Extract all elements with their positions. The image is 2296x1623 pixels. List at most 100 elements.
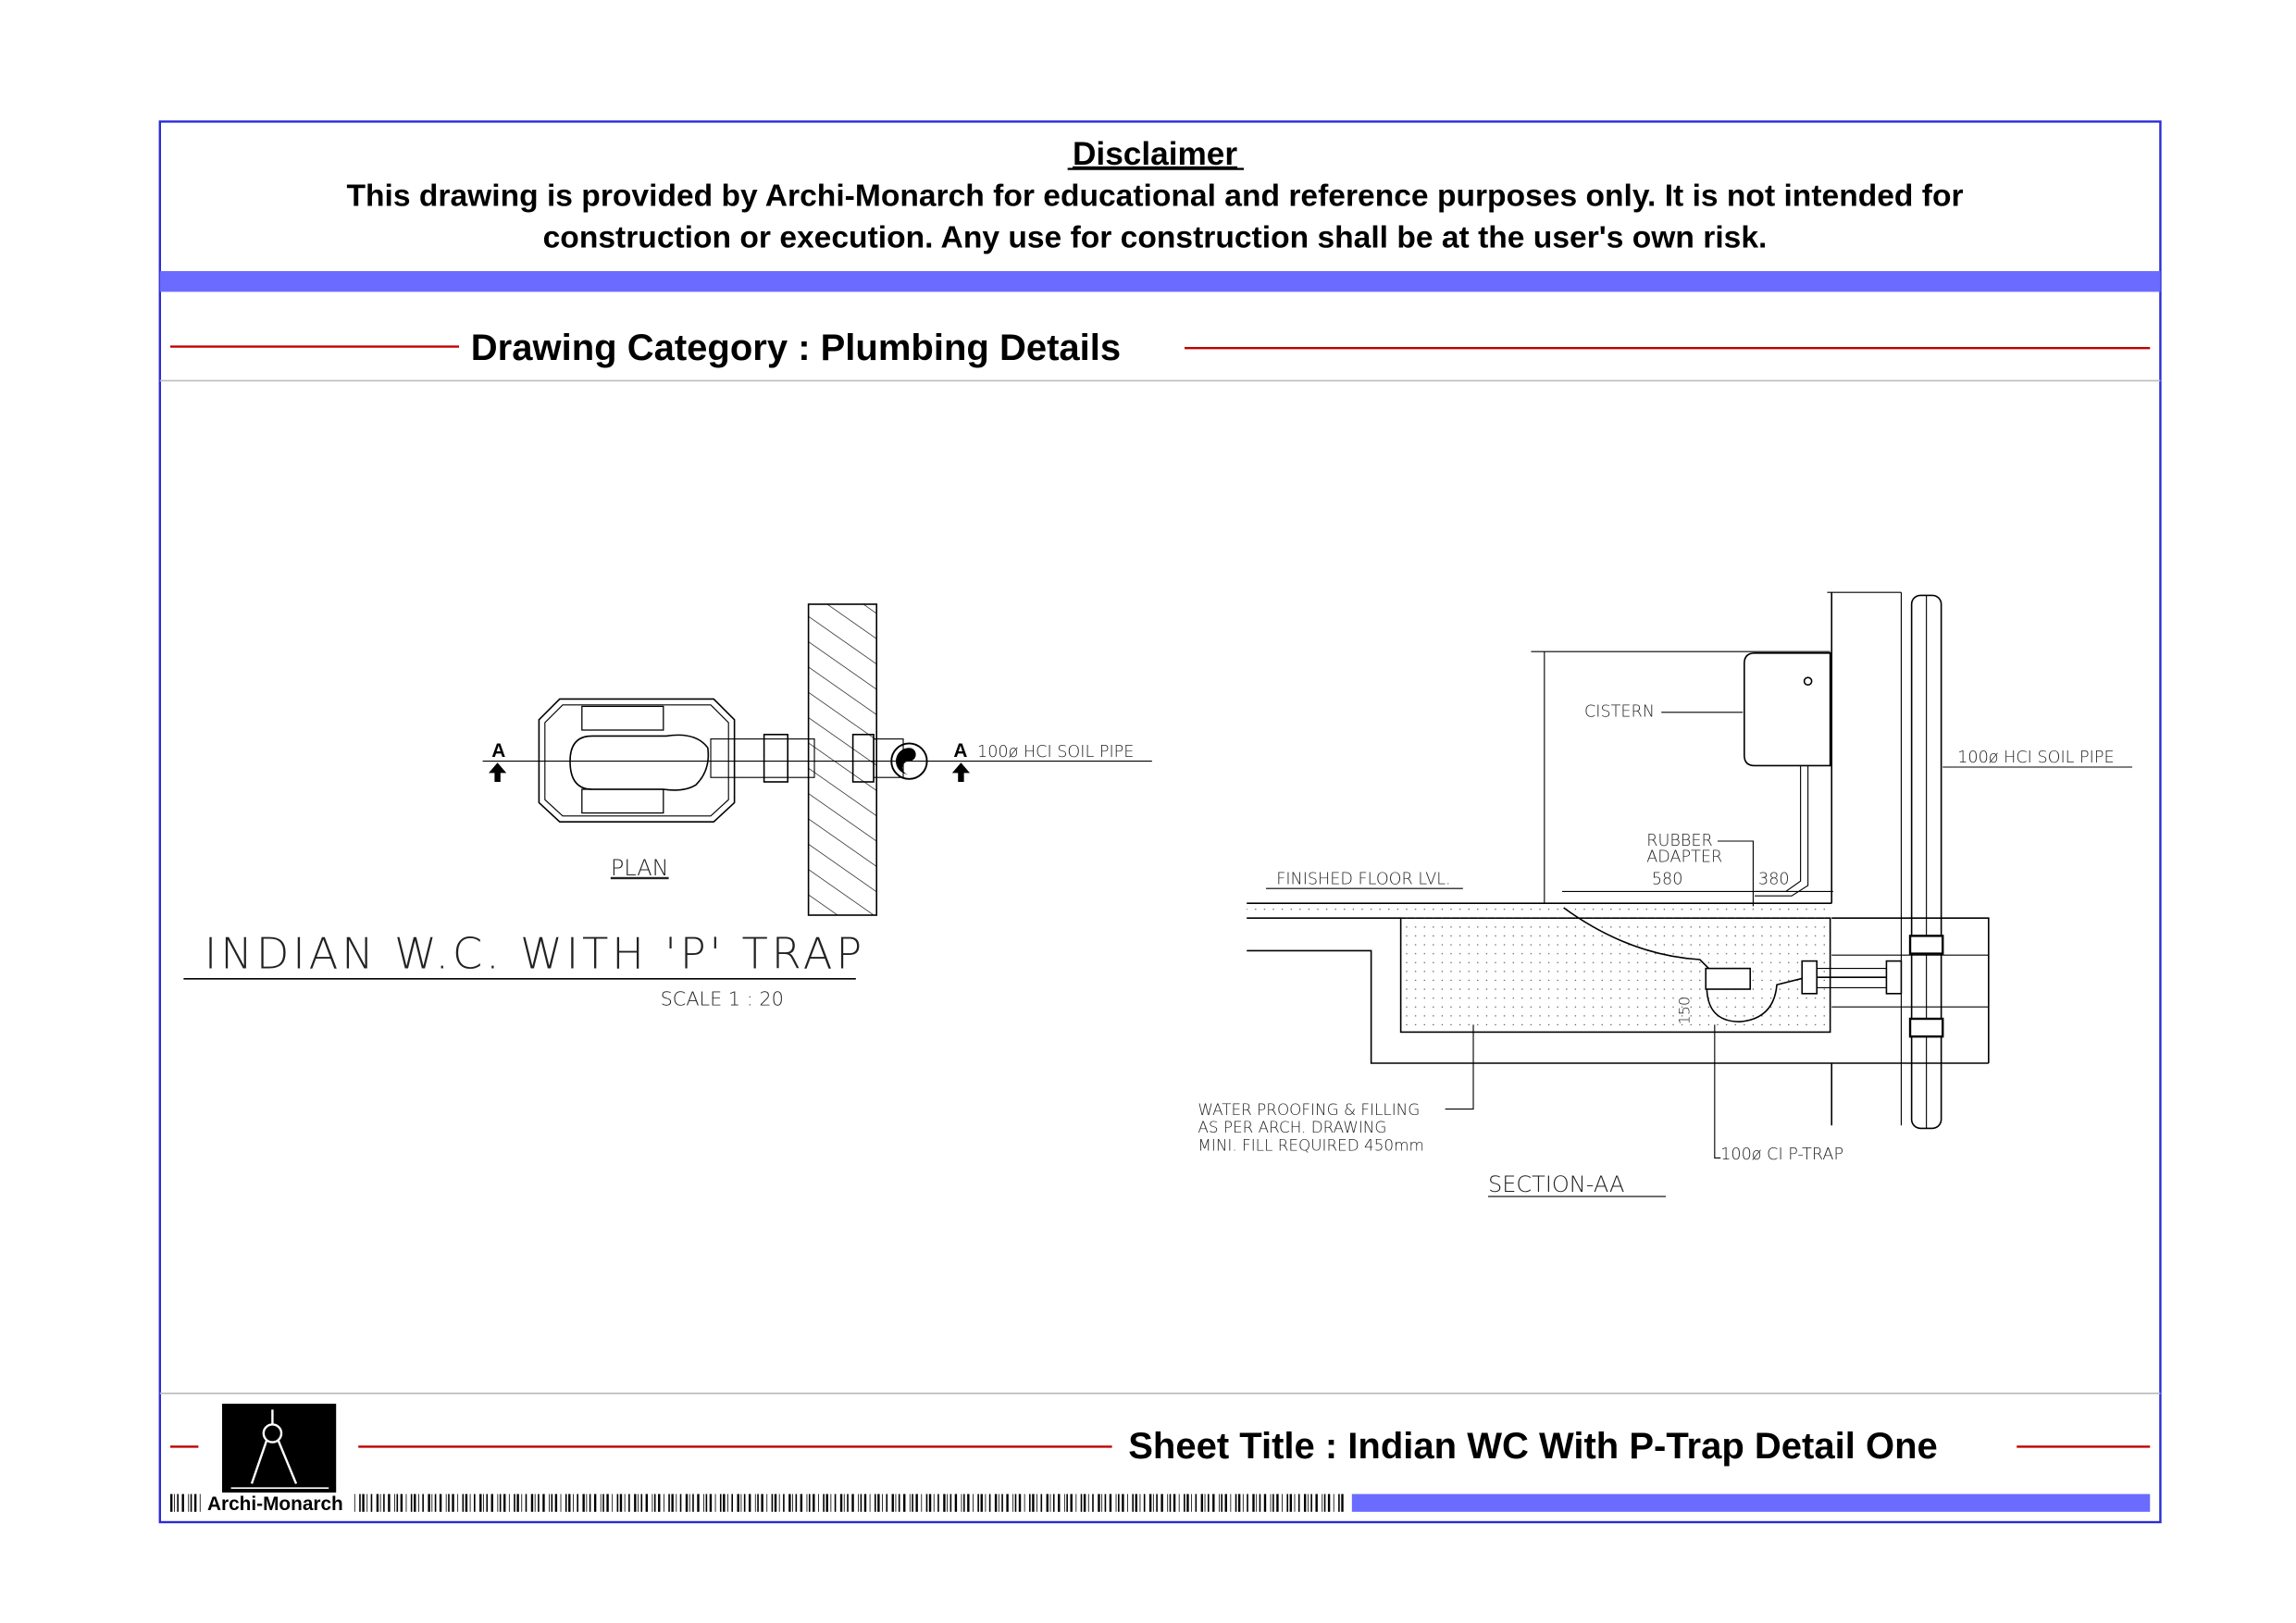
barcode-bar: [565, 1493, 567, 1512]
waterproofing-label-2: AS PER ARCH. DRAWING: [1198, 1118, 1386, 1136]
barcode-bar: [370, 1493, 373, 1512]
barcode-bar: [818, 1493, 819, 1512]
foot-rest-top: [581, 705, 664, 814]
barcode-bar: [1286, 1493, 1289, 1512]
barcode-bar: [851, 1493, 854, 1512]
barcode-bar: [915, 1493, 918, 1512]
barcode-bar: [703, 1493, 704, 1512]
barcode-bar: [658, 1493, 661, 1512]
barcode-bar: [542, 1493, 545, 1512]
barcode-bar: [497, 1493, 499, 1512]
barcode-bar: [858, 1493, 860, 1512]
barcode-bar: [612, 1493, 614, 1512]
barcode-bar: [383, 1493, 385, 1512]
barcode-bar: [1070, 1493, 1073, 1512]
dimension-150: 150: [1676, 997, 1694, 1025]
barcode-bar: [376, 1493, 379, 1512]
barcode-bar: [1323, 1493, 1326, 1512]
barcode-bar: [1032, 1493, 1035, 1512]
barcode-bar: [1230, 1493, 1232, 1512]
barcode-bar: [448, 1493, 450, 1512]
barcode-bar: [1160, 1493, 1163, 1512]
barcode-bar: [671, 1493, 674, 1512]
barcode-bar: [474, 1493, 476, 1512]
dimension-380: 380: [1758, 870, 1790, 888]
barcode-bar: [778, 1493, 780, 1512]
wall-hatch: [807, 603, 878, 916]
barcode-bar: [1184, 1493, 1185, 1512]
barcode-bar: [1104, 1493, 1107, 1512]
barcode-bar: [714, 1493, 716, 1512]
disclaimer-title: Disclaimer: [1073, 136, 1237, 172]
barcode-bar: [1115, 1493, 1117, 1512]
barcode-bar: [434, 1493, 437, 1512]
barcode-bar: [830, 1493, 832, 1512]
barcode-bar: [170, 1493, 173, 1512]
barcode-bar: [628, 1493, 630, 1512]
barcode-bar: [619, 1493, 623, 1512]
barcode-bar: [177, 1493, 179, 1512]
barcode-bar: [973, 1493, 974, 1512]
barcode-bar: [1186, 1493, 1189, 1512]
barcode-bar: [439, 1493, 442, 1512]
barcode-bar: [1169, 1493, 1172, 1512]
barcode-bar: [740, 1493, 742, 1512]
barcode-bar: [1207, 1493, 1210, 1512]
barcode-bar: [808, 1493, 811, 1512]
barcode-bar: [486, 1493, 489, 1512]
barcode-bar: [1247, 1493, 1248, 1512]
barcode-bar: [800, 1493, 803, 1512]
barcode-bar: [1200, 1493, 1204, 1512]
section-view: CISTERN 100ø HCI SOIL PIPE RUBBER ADAPTE…: [1198, 591, 2133, 1197]
barcode-bar: [1303, 1493, 1307, 1512]
barcode-bar: [1263, 1493, 1267, 1512]
barcode-bar: [1327, 1493, 1331, 1512]
sheet-frame: [158, 120, 2162, 1524]
barcode-bar: [379, 1493, 381, 1512]
barcode-bar: [181, 1493, 184, 1512]
section-title: SECTION-AA: [1488, 1171, 1624, 1197]
barcode-bar: [457, 1493, 459, 1512]
barcode-bar: [1080, 1493, 1083, 1512]
barcode-bar: [1066, 1493, 1068, 1512]
barcode-bar: [1156, 1493, 1158, 1512]
barcode-bar: [469, 1493, 471, 1512]
plan-label: PLAN: [611, 855, 669, 881]
barcode-bar: [774, 1493, 777, 1512]
barcode-bar: [761, 1493, 763, 1512]
barcode-bar: [1092, 1493, 1094, 1512]
barcode-bar: [388, 1493, 391, 1512]
finished-floor-label: FINISHED FLOOR LVL.: [1276, 870, 1450, 888]
barcode-bar: [538, 1493, 540, 1512]
barcode-bar: [877, 1493, 880, 1512]
barcode-bar: [874, 1493, 876, 1512]
barcode-bar: [534, 1493, 536, 1512]
barcode-bar: [503, 1493, 506, 1512]
barcode-bar: [668, 1493, 670, 1512]
barcode-bar: [1018, 1493, 1022, 1512]
barcode-bar: [490, 1493, 493, 1512]
barcode-bar: [516, 1493, 519, 1512]
barcode-bar: [1218, 1493, 1220, 1512]
barcode-bar: [1224, 1493, 1227, 1512]
barcode-bar: [554, 1493, 558, 1512]
barcode-bar: [933, 1493, 935, 1512]
barcode-bar: [514, 1493, 515, 1512]
barcode-bar: [582, 1493, 585, 1512]
barcode-bar: [689, 1493, 690, 1512]
barcode-bar: [431, 1493, 433, 1512]
section-soil-pipe-label: 100ø HCI SOIL PIPE: [1957, 749, 2114, 767]
barcode-bar: [882, 1493, 883, 1512]
p-trap: [1706, 976, 1896, 1023]
barcode-bar: [199, 1493, 201, 1512]
barcode-bar: [1101, 1493, 1103, 1512]
barcode-bar: [891, 1493, 894, 1512]
barcode-bar: [1276, 1493, 1279, 1512]
barcode-bar: [1152, 1493, 1154, 1512]
barcode-bar: [589, 1493, 591, 1512]
barcode-bar: [731, 1493, 734, 1512]
barcode-bar: [1148, 1493, 1152, 1512]
barcode-bar: [1036, 1493, 1037, 1512]
barcode-bar: [869, 1493, 871, 1512]
sheet-title: Sheet Title : Indian WC With P-Trap Deta…: [1128, 1426, 1938, 1467]
